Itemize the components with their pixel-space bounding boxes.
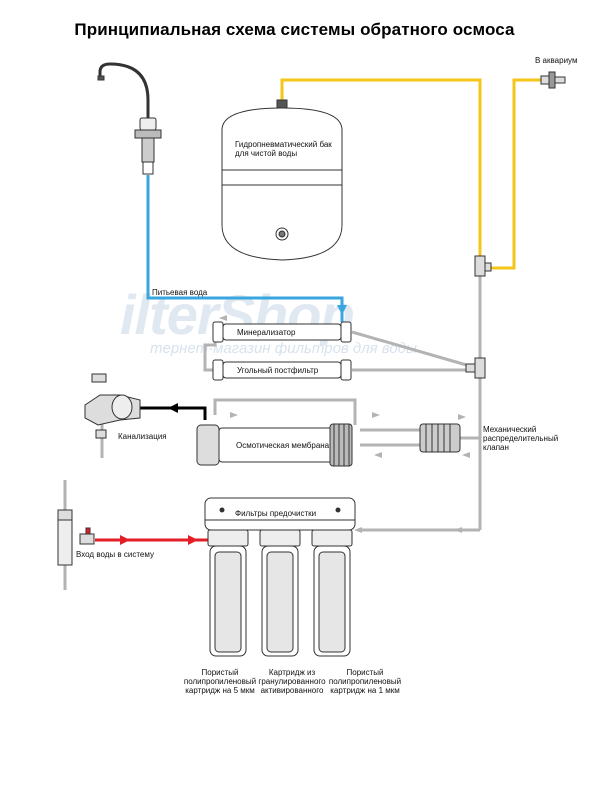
tee-upper	[474, 255, 492, 277]
label-cartridge-2-line1: Картридж из	[268, 668, 316, 677]
carbon-postfilter-cartridge	[212, 359, 352, 381]
label-prefilters: Фильтры предочистки	[235, 509, 317, 518]
prefilter-housing-1	[207, 529, 249, 657]
drain-pipe	[140, 406, 207, 420]
label-osmotic-membrane: Осмотическая мембрана	[236, 441, 330, 450]
arrow-gray-7	[454, 527, 462, 533]
prefilter-manifold	[204, 497, 356, 531]
label-cartridge-3-line3: картридж на 1 мкм	[330, 686, 400, 695]
tee-lower	[465, 357, 486, 379]
label-carbon-postfilter: Угольный постфильтр	[237, 366, 319, 375]
prefilter-housing-2	[259, 529, 301, 657]
membrane-housing	[196, 423, 353, 467]
aquarium-valve	[540, 71, 566, 89]
arrow-gray-10	[219, 315, 227, 321]
prefilter-housing-3	[311, 529, 353, 657]
mineralizer-cartridge	[212, 321, 352, 343]
arrow-gray-1	[230, 412, 238, 418]
label-mech-valve-line1: Механический	[483, 425, 537, 434]
label-mech-valve-line2: распределительный	[483, 434, 559, 443]
label-cartridge-1-line2: полипропиленовый	[183, 677, 257, 686]
inlet-valve	[57, 509, 95, 566]
label-tank-line2: для чистой воды	[235, 149, 298, 158]
label-cartridge-1-line3: картридж на 5 мкм	[185, 686, 255, 695]
label-cartridge-1-line1: Пористый	[201, 668, 239, 677]
label-cartridge-2-line3: активированного	[260, 686, 324, 695]
watermark-tagline: тернет-магазин фильтров для воды	[150, 340, 418, 357]
arrow-red-1	[120, 535, 130, 545]
arrow-gray-6	[462, 452, 470, 458]
yellow-pipe	[280, 78, 547, 270]
arrow-gray-3	[458, 414, 466, 420]
label-cartridge-3-line1: Пористый	[346, 668, 384, 677]
label-mech-valve-line3: клапан	[483, 443, 509, 452]
label-cartridge-2-line2: гранулированного	[258, 677, 326, 686]
diagram-title: Принципиальная схема системы обратного о…	[74, 20, 515, 39]
faucet	[97, 62, 162, 175]
label-sewage: Канализация	[118, 432, 167, 441]
label-drinking-water: Питьевая вода	[152, 288, 208, 297]
arrow-red-2	[188, 535, 198, 545]
arrow-gray-2	[372, 412, 380, 418]
arrow-gray-5	[374, 452, 382, 458]
drain-saddle	[84, 373, 141, 439]
arrow-blue	[337, 305, 347, 315]
arrow-gray-8	[354, 527, 362, 533]
label-water-inlet: Вход воды в систему	[76, 550, 154, 559]
label-mineralizer: Минерализатор	[237, 328, 296, 337]
pressure-tank	[221, 99, 343, 261]
arrow-drain	[168, 403, 178, 413]
label-cartridge-3-line2: полипропиленовый	[328, 677, 402, 686]
label-tank-line1: Гидропневматический бак	[235, 140, 332, 149]
label-aquarium: В аквариум	[535, 56, 578, 65]
mechanical-valve	[419, 423, 461, 453]
